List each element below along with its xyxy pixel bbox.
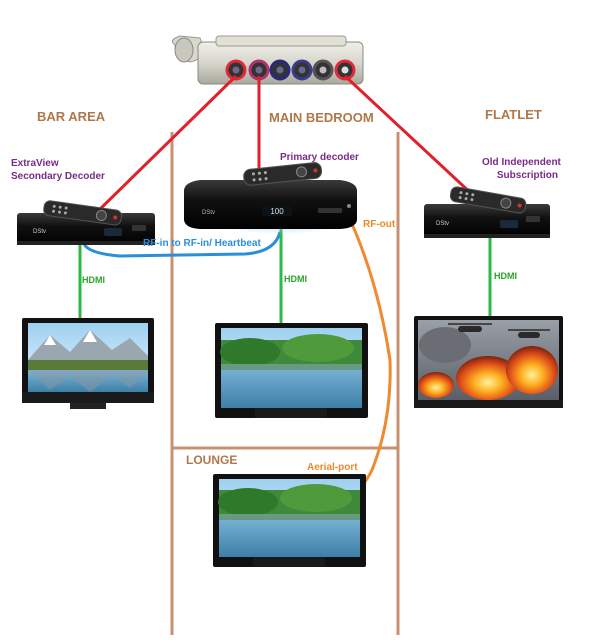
secondary-decoder-label-line1: ExtraView <box>11 158 59 169</box>
svg-text:DStv: DStv <box>202 210 215 216</box>
tv-icon <box>213 474 366 567</box>
room-label-bar-area: BAR AREA <box>37 109 106 124</box>
tv-icon <box>414 316 563 408</box>
secondary-decoder-label: ExtraView Secondary Decoder <box>11 157 105 183</box>
tv-icon <box>215 323 368 418</box>
tv-icon <box>22 318 154 409</box>
room-label-flatlet: FLATLET <box>485 107 542 122</box>
lnb-cables <box>95 74 476 214</box>
lnb-icon <box>171 35 364 85</box>
remote-icon <box>449 186 527 214</box>
svg-text:DStv: DStv <box>436 221 449 227</box>
cable-lnb-to-independent <box>343 74 476 198</box>
secondary-decoder-label-line2: Secondary Decoder <box>11 171 105 182</box>
independent-decoder-label-line1: Old Independent <box>482 157 561 168</box>
room-label-main-bedroom: MAIN BEDROOM <box>269 110 374 125</box>
decoder-icon: DStv 100 <box>184 180 357 229</box>
hdmi-label-flatlet: HDMI <box>494 271 517 281</box>
independent-decoder-label: Old Independent Subscription <box>482 156 561 182</box>
svg-text:DStv: DStv <box>33 229 46 235</box>
rf-out-label: RF-out <box>363 219 396 230</box>
independent-decoder-label-line2: Subscription <box>496 170 558 181</box>
hdmi-cables <box>78 226 492 330</box>
hdmi-label-main: HDMI <box>284 274 307 284</box>
cable-lnb-to-secondary <box>95 74 238 214</box>
decoder-display: 100 <box>270 207 284 216</box>
decoder-icon: DStv <box>424 204 550 238</box>
remote-icon <box>243 162 323 186</box>
room-dividers <box>170 132 400 635</box>
hdmi-label-bar: HDMI <box>82 275 105 285</box>
primary-decoder-label: Primary decoder <box>280 152 359 163</box>
room-label-lounge: LOUNGE <box>186 453 238 467</box>
aerial-port-label: Aerial-port <box>307 462 358 473</box>
rf-link-label: RF-in to RF-in/ Heartbeat <box>143 238 261 249</box>
remote-icon <box>43 200 122 226</box>
